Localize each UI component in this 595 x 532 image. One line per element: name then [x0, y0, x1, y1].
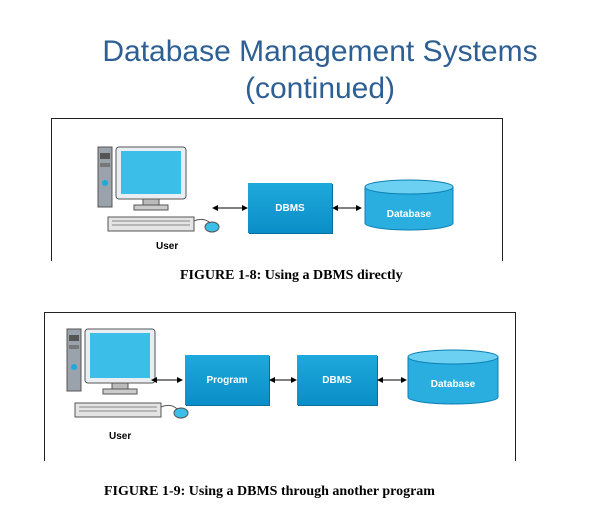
user-label: User [156, 241, 179, 252]
figure-1-8-caption: FIGURE 1-8: Using a DBMS directly [180, 268, 403, 283]
double-arrow-icon [332, 205, 362, 211]
double-arrow-icon [269, 377, 297, 383]
database-label: Database [386, 209, 432, 220]
slide-title-line2: (continued) [244, 72, 396, 105]
database-cylinder: Database [364, 179, 454, 231]
figure-1-9-caption: FIGURE 1-9: Using a DBMS through another… [104, 484, 435, 499]
slide-title-line1: Database Management Systems [102, 35, 538, 68]
user-label: User [109, 431, 132, 442]
database-label: Database [430, 379, 476, 390]
program-box: Program [185, 355, 269, 405]
double-arrow-icon [151, 377, 183, 383]
double-arrow-icon [377, 377, 407, 383]
dbms-box: DBMS [297, 355, 377, 405]
computer-icon [66, 328, 189, 419]
figure-1-9: User Program DBMS Database [44, 312, 516, 461]
database-icon [407, 349, 499, 405]
computer-icon [97, 146, 220, 233]
double-arrow-icon [212, 205, 248, 211]
figure-1-8: User DBMS Database [51, 118, 503, 261]
dbms-box: DBMS [248, 183, 332, 233]
database-icon [364, 179, 454, 231]
database-cylinder: Database [407, 349, 499, 405]
